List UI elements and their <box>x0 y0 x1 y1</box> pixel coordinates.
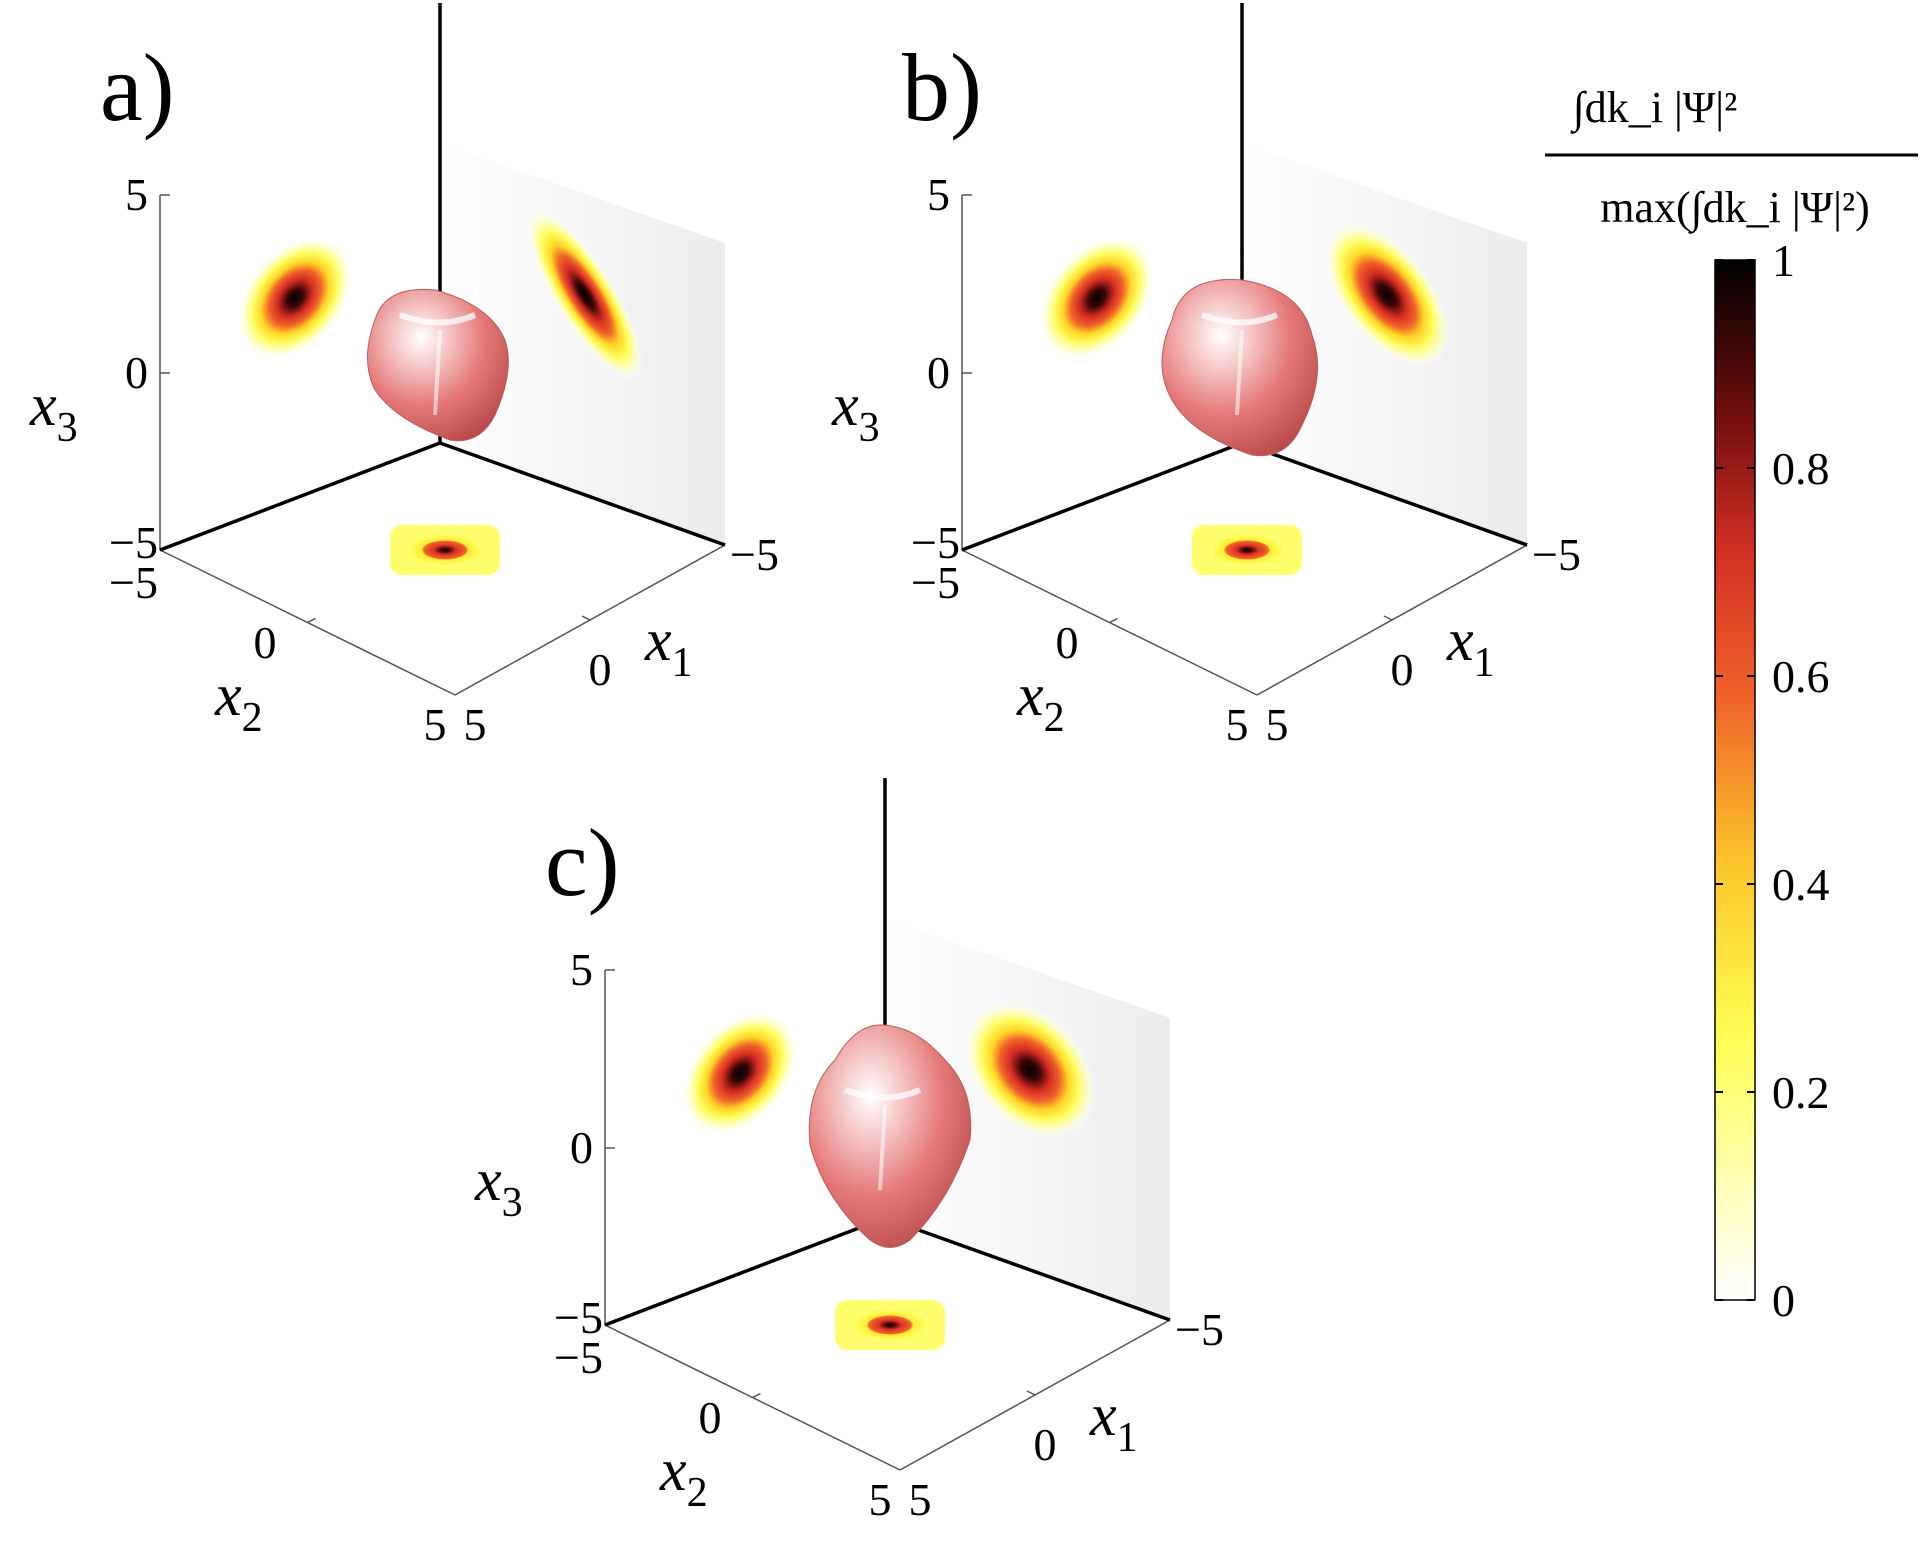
x1-tick-label: 5 <box>909 1474 932 1525</box>
x1-tick-label: −5 <box>730 529 779 580</box>
x1-tick-label: −5 <box>1532 529 1581 580</box>
box-edge <box>604 1216 886 1327</box>
isosurface-highlight <box>1235 329 1244 416</box>
panel-label: a) <box>100 34 175 141</box>
box-edge <box>1241 441 1528 547</box>
x1-axis-label: x1 <box>1089 1382 1138 1461</box>
projection-x1-x3 <box>1323 222 1451 368</box>
projection-x2-x3 <box>236 236 354 360</box>
isosurface-highlight <box>398 312 477 326</box>
x2-tick-label: −5 <box>554 1332 603 1383</box>
x1-tick-label: 0 <box>1034 1419 1057 1470</box>
projection-x1-x2 <box>1209 534 1285 566</box>
x1-tick-label: 5 <box>464 699 487 750</box>
x1-axis-label: x1 <box>1446 607 1495 686</box>
axis-tick-mark <box>1383 615 1393 621</box>
x1-tick-label: −5 <box>1175 1304 1224 1355</box>
x1-axis-label: x1 <box>644 607 693 686</box>
projection-x1-x2 <box>407 534 483 566</box>
x2-tick-label: 5 <box>424 699 447 750</box>
panel-label: b) <box>902 34 982 141</box>
projection-x1-x3 <box>963 1001 1097 1139</box>
x3-tick-label: −5 <box>109 517 158 568</box>
x3-axis-label: x3 <box>474 1147 523 1226</box>
colorbar: ∫dk_i |Ψ|² max(∫dk_i |Ψ|²) 0 0.2 0.4 0.6 0.8… <box>1545 83 1918 1326</box>
box-edge <box>159 441 441 552</box>
colorbar-tick-label: 0 <box>1772 1275 1795 1326</box>
projection-x1-x2 <box>852 1309 928 1341</box>
x3-tick-label: 5 <box>570 944 593 995</box>
colorbar-tick-label: 0.6 <box>1772 651 1830 702</box>
colorbar-tick-label: 0.8 <box>1772 443 1830 494</box>
x3-tick-label: 0 <box>927 347 950 398</box>
isosurface-highlight <box>433 329 442 416</box>
colorbar-tick-label: 0.2 <box>1772 1067 1830 1118</box>
colorbar-tick-label: 0.4 <box>1772 859 1830 910</box>
projection-x2-x3 <box>681 1011 799 1135</box>
isosurface-highlight <box>878 1104 887 1191</box>
x3-tick-label: −5 <box>911 517 960 568</box>
panel-label: c) <box>545 809 620 916</box>
x2-tick-label: 5 <box>869 1474 892 1525</box>
x1-tick-label: 5 <box>1266 699 1289 750</box>
axis-tick-mark <box>307 617 316 624</box>
axis-tick-mark <box>1109 617 1118 624</box>
x2-tick-label: 0 <box>1056 617 1079 668</box>
colorbar-title-denominator: max(∫dk_i |Ψ|²) <box>1600 183 1870 234</box>
x1-tick-label: 0 <box>589 644 612 695</box>
box-edge <box>961 441 1243 552</box>
isosurface-highlight <box>843 1087 922 1101</box>
x3-axis-label: x3 <box>831 372 880 451</box>
x3-tick-label: 5 <box>927 169 950 220</box>
axis-tick-mark <box>1026 1390 1036 1396</box>
colorbar-title-numerator: ∫dk_i |Ψ|² <box>1570 83 1738 134</box>
x2-tick-label: 5 <box>1226 699 1249 750</box>
back-wall-shade <box>440 143 725 545</box>
box-edge <box>439 441 726 547</box>
x3-axis-label: x3 <box>29 372 78 451</box>
x3-tick-label: 0 <box>570 1122 593 1173</box>
projection-x2-x3 <box>1038 236 1156 360</box>
x1-tick-label: 0 <box>1391 644 1414 695</box>
x3-tick-label: −5 <box>554 1292 603 1343</box>
colorbar-ticks: 0 0.2 0.4 0.6 0.8 1 <box>1715 235 1830 1326</box>
box-edge <box>884 1216 1171 1322</box>
x3-tick-label: 5 <box>125 169 148 220</box>
axis-tick-mark <box>581 615 591 621</box>
projection-x1-x3 <box>526 208 644 382</box>
x2-axis-label: x2 <box>659 1437 708 1516</box>
x2-tick-label: 0 <box>254 617 277 668</box>
x3-tick-label: 0 <box>125 347 148 398</box>
x2-tick-label: −5 <box>911 557 960 608</box>
x2-axis-label: x2 <box>1016 662 1065 741</box>
colorbar-gradient <box>1714 259 1756 1301</box>
isosurface-highlight <box>1200 312 1279 326</box>
x2-axis-label: x2 <box>214 662 263 741</box>
colorbar-tick-label: 1 <box>1772 235 1795 286</box>
axis-tick-mark <box>752 1392 761 1399</box>
x2-tick-label: −5 <box>109 557 158 608</box>
x2-tick-label: 0 <box>699 1392 722 1443</box>
isosurface <box>808 1024 972 1248</box>
